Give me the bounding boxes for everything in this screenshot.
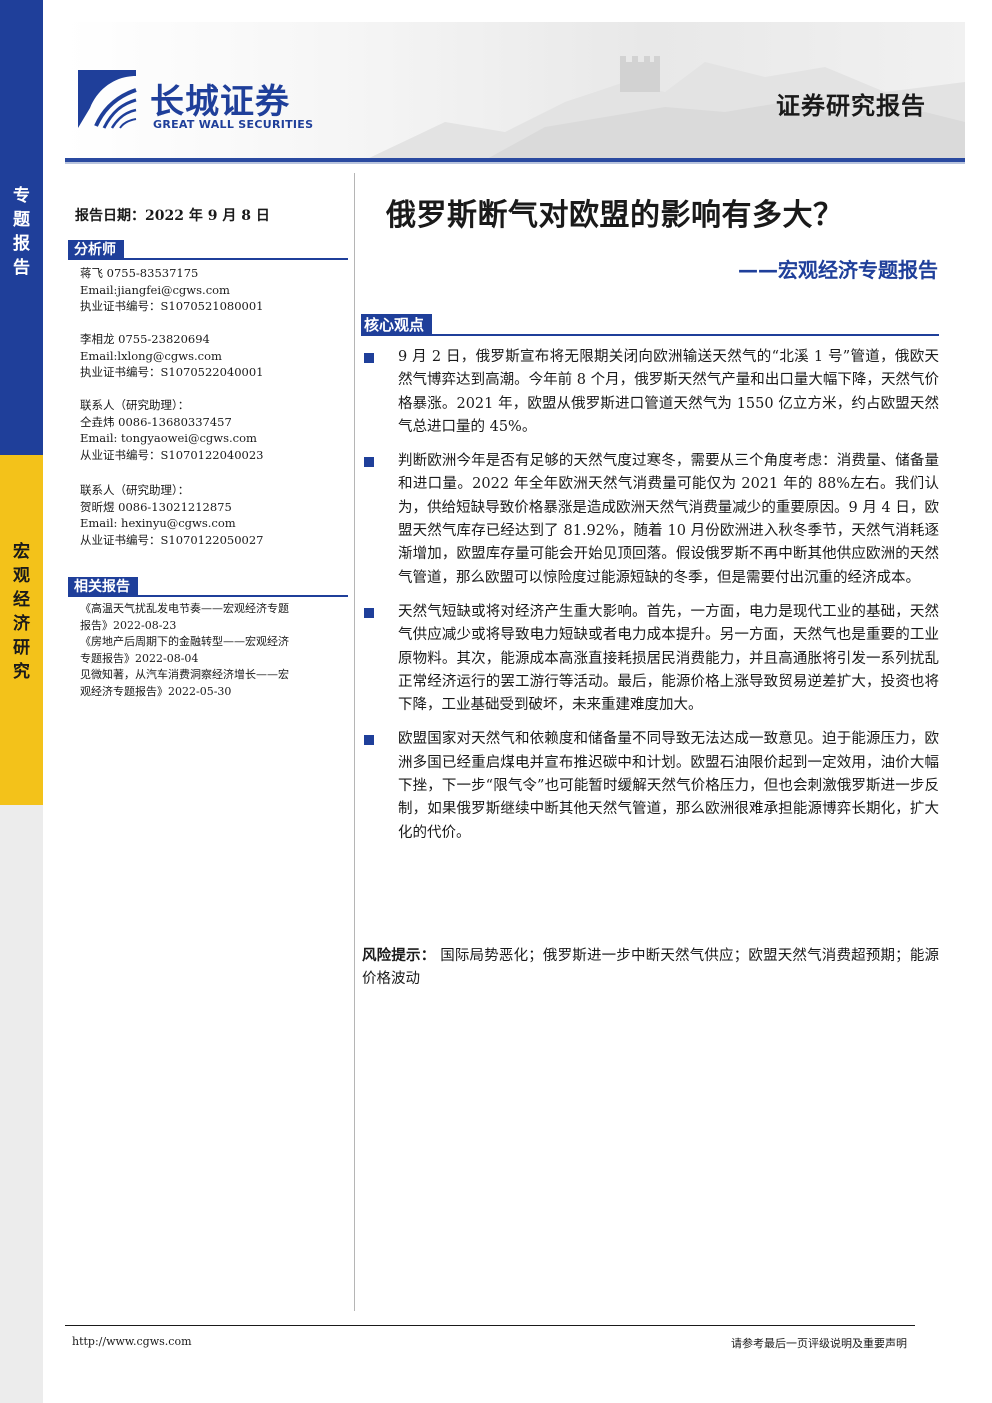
related-report-line[interactable]: 专题报告》2022-08-04 [80, 651, 199, 665]
sidebar-label-special-report: 专 题 报 告 [13, 186, 30, 278]
analyst-section-title: 分析师 [68, 240, 124, 260]
core-view-item: 9 月 2 日，俄罗斯宣布将无限期关闭向欧洲输送天然气的“北溪 1 号”管道，俄… [362, 346, 939, 439]
analyst-contact: 李相龙 0755-23820694 Email:lxlong@cgws.com … [80, 332, 264, 379]
related-report-line[interactable]: 见微知著，从汽车消费洞察经济增长——宏 [80, 668, 289, 681]
risk-warning: 风险提示： 国际局势恶化；俄罗斯进一步中断天然气供应；欧盟天然气消费超预期；能源… [362, 944, 939, 992]
related-reports-list: 《高温天气扰乱发电节奏——宏观经济专题 报告》2022-08-23 《房地产后周… [80, 601, 350, 700]
left-band-yellow [0, 455, 43, 805]
report-type-label: 证券研究报告 [776, 92, 926, 120]
sidebar-label-macro-research: 宏 观 经 济 研 究 [13, 542, 30, 682]
core-view-item: 欧盟国家对天然气和依赖度和储备量不同导致无法达成一致意见。迫于能源压力，欧洲多国… [362, 728, 939, 844]
related-report-line[interactable]: 观经济专题报告》2022-05-30 [80, 684, 232, 698]
core-views-title: 核心观点 [361, 314, 433, 336]
page-header [65, 22, 965, 160]
left-band-blue [0, 0, 43, 455]
related-report-line[interactable]: 《房地产后周期下的金融转型——宏观经济 [80, 635, 289, 648]
analyst-contact: 蒋飞 0755-83537175 Email:jiangfei@cgws.com… [80, 266, 264, 313]
logo-english-name: GREAT WALL SECURITIES [153, 118, 314, 131]
column-divider [354, 173, 355, 1311]
core-views-list: 9 月 2 日，俄罗斯宣布将无限期关闭向欧洲输送天然气的“北溪 1 号”管道，俄… [362, 346, 939, 856]
footer-url-link[interactable]: http://www.cgws.com [72, 1335, 192, 1348]
core-views-header: 核心观点 [361, 314, 939, 336]
core-view-item: 判断欧洲今年是否有足够的天然气度过寒冬，需要从三个角度考虑：消费量、储备量和进口… [362, 450, 939, 590]
risk-warning-label: 风险提示： [362, 947, 436, 964]
bullet-square-icon [364, 735, 374, 746]
related-report-line[interactable]: 《高温天气扰乱发电节奏——宏观经济专题 [80, 602, 289, 615]
logo-chinese-name: 长城证券 [150, 82, 290, 122]
risk-warning-text: 国际局势恶化；俄罗斯进一步中断天然气供应；欧盟天然气消费超预期；能源价格波动 [362, 948, 940, 988]
footer-divider [65, 1325, 915, 1326]
related-reports-header: 相关报告 [68, 577, 348, 597]
header-divider [65, 158, 965, 162]
report-date: 报告日期：2022 年 9 月 8 日 [75, 208, 270, 224]
header-divider-shadow [65, 162, 965, 164]
great-wall-background-graphic [365, 56, 965, 160]
page-subtitle: ——宏观经济专题报告 [738, 258, 938, 282]
bullet-square-icon [364, 607, 374, 618]
bullet-square-icon [364, 353, 374, 363]
footer-disclaimer-note: 请参考最后一页评级说明及重要声明 [731, 1337, 907, 1350]
great-wall-securities-logo-icon [78, 70, 137, 129]
bullet-square-icon [364, 457, 374, 468]
related-reports-title: 相关报告 [68, 577, 138, 597]
core-view-item: 天然气短缺或将对经济产生重大影响。首先，一方面，电力是现代工业的基础，天然气供应… [362, 601, 939, 717]
analyst-section-header: 分析师 [68, 240, 348, 260]
research-assistant-contact: 联系人（研究助理）： 贺昕煜 0086-13021212875 Email: h… [80, 483, 264, 547]
related-report-line[interactable]: 报告》2022-08-23 [80, 618, 177, 632]
page-title: 俄罗斯断气对欧盟的影响有多大？ [386, 198, 844, 233]
research-assistant-contact: 联系人（研究助理）： 仝垚炜 0086-13680337457 Email: t… [80, 398, 264, 462]
